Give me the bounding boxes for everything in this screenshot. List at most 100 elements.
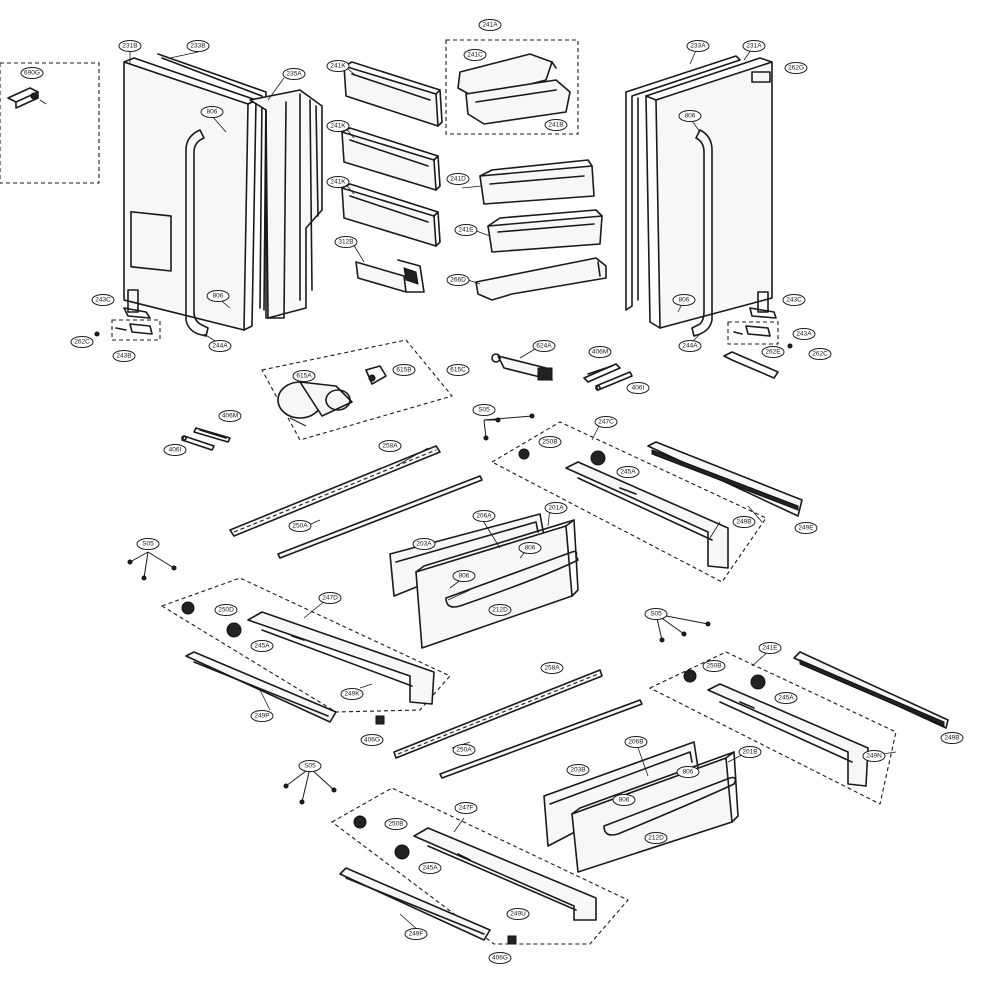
callout-247D: 247D — [318, 592, 342, 604]
callout-S05-c: S05 — [644, 608, 668, 620]
callout-406G-2: 406G — [488, 952, 512, 964]
svg-text:406M: 406M — [222, 413, 238, 420]
svg-text:262E: 262E — [765, 349, 781, 356]
door-bin-241D — [479, 159, 595, 205]
inset-box-241A — [445, 39, 579, 135]
callout-806-left-1: 806 — [200, 106, 224, 118]
svg-text:250D: 250D — [218, 607, 234, 614]
callout-247C: 247C — [594, 416, 618, 428]
svg-text:249B: 249B — [944, 735, 959, 742]
svg-text:806: 806 — [683, 769, 694, 776]
callout-241E: 241E — [454, 224, 478, 236]
clip-406M-left — [193, 427, 231, 443]
ice-motor-615A — [277, 381, 353, 427]
callout-245A-3: 245A — [774, 692, 798, 704]
svg-text:206A: 206A — [476, 513, 492, 520]
svg-text:241E: 241E — [762, 645, 778, 652]
screws-S05-a — [483, 413, 535, 441]
callout-201A: 201A — [544, 502, 568, 514]
callout-690G: 690G — [20, 67, 44, 79]
door-bin-1 — [343, 61, 443, 127]
callout-S05-a: S05 — [472, 404, 496, 416]
callout-406I-left: 406I — [163, 444, 187, 456]
svg-text:241E: 241E — [458, 227, 474, 234]
gasket-strips-upper — [229, 445, 483, 559]
svg-text:241K: 241K — [330, 63, 346, 70]
callout-241K-1: 241K — [326, 60, 350, 72]
svg-text:258A: 258A — [544, 665, 560, 672]
ice-maker-components — [181, 339, 633, 451]
callout-243C-right: 243C — [782, 294, 806, 306]
svg-text:806: 806 — [459, 573, 470, 580]
callout-806-right-1: 806 — [678, 110, 702, 122]
callout-249U: 249U — [506, 908, 530, 920]
lower-drawer — [543, 741, 739, 873]
svg-text:233A: 233A — [690, 43, 706, 50]
screws-S05-b — [127, 551, 177, 581]
svg-text:806: 806 — [207, 109, 218, 116]
callout-249P: 249P — [250, 710, 274, 722]
strip-250A-1 — [277, 475, 483, 559]
svg-text:245A: 245A — [620, 469, 636, 476]
callout-615A: 615A — [292, 370, 316, 382]
door-bins — [341, 39, 607, 301]
callout-212D-2: 212D — [644, 832, 668, 844]
svg-text:243B: 243B — [116, 353, 131, 360]
svg-text:241K: 241K — [330, 179, 346, 186]
callout-235A: 235A — [282, 68, 306, 80]
rail-249U — [413, 827, 597, 921]
svg-text:231B: 231B — [122, 43, 137, 50]
svg-text:S05: S05 — [650, 611, 662, 618]
svg-text:806: 806 — [525, 545, 536, 552]
rail-249N — [707, 683, 869, 787]
svg-text:806: 806 — [685, 113, 696, 120]
door-bin-241E — [487, 209, 603, 253]
svg-text:245A: 245A — [778, 695, 794, 702]
svg-text:249F: 249F — [409, 931, 424, 938]
svg-text:245A: 245A — [422, 865, 438, 872]
callout-labels: 690G 231B 233B 235A 806 243C 806 262C 24… — [20, 19, 964, 964]
bin-bracket-312B — [355, 259, 425, 293]
callout-406I-right: 406I — [626, 382, 650, 394]
callout-245A-1: 245A — [616, 466, 640, 478]
svg-text:241A: 241A — [482, 22, 498, 29]
callout-245A-4: 245A — [418, 862, 442, 874]
svg-text:235A: 235A — [286, 71, 302, 78]
callout-244A-left: 244A — [208, 340, 232, 352]
upper-drawer — [389, 513, 579, 649]
callout-247F: 247F — [454, 802, 478, 814]
callout-241K-3: 241K — [326, 176, 350, 188]
callout-406G-1: 406G — [360, 734, 384, 746]
callout-S05-d: S05 — [298, 760, 322, 772]
callout-249E: 249E — [794, 522, 818, 534]
callout-203A: 203A — [412, 538, 436, 550]
left-door-gasket — [157, 53, 267, 311]
svg-text:241K: 241K — [330, 123, 346, 130]
svg-text:250A: 250A — [456, 747, 472, 754]
callout-262E: 262E — [761, 346, 785, 358]
svg-text:241B: 241B — [548, 122, 563, 129]
svg-text:266D: 266D — [450, 277, 466, 284]
svg-text:243C: 243C — [95, 297, 111, 304]
svg-text:243C: 243C — [786, 297, 802, 304]
door-bin-cover-241C — [457, 53, 557, 99]
callout-241B: 241B — [544, 119, 568, 131]
callout-806-left-2: 806 — [206, 290, 230, 302]
part-406G-1 — [375, 715, 385, 725]
callout-233A: 233A — [686, 40, 710, 52]
right-lower-hinge — [723, 291, 793, 379]
hinge-part-690G — [7, 87, 47, 109]
callout-262C-right: 262C — [808, 348, 832, 360]
svg-text:244A: 244A — [682, 343, 698, 350]
roller-250B-3 — [353, 815, 367, 829]
door-bin-3 — [341, 183, 441, 247]
callout-243C-left: 243C — [91, 294, 115, 306]
door-bin-241B — [465, 79, 571, 125]
callout-250D: 250D — [214, 604, 238, 616]
inset-box-247C — [490, 421, 767, 583]
left-door-outer-panel — [123, 57, 257, 331]
strip-250A-2 — [439, 699, 643, 779]
inset-box-615C — [261, 339, 453, 441]
slide-249F — [339, 867, 491, 941]
svg-text:250B: 250B — [706, 663, 721, 670]
